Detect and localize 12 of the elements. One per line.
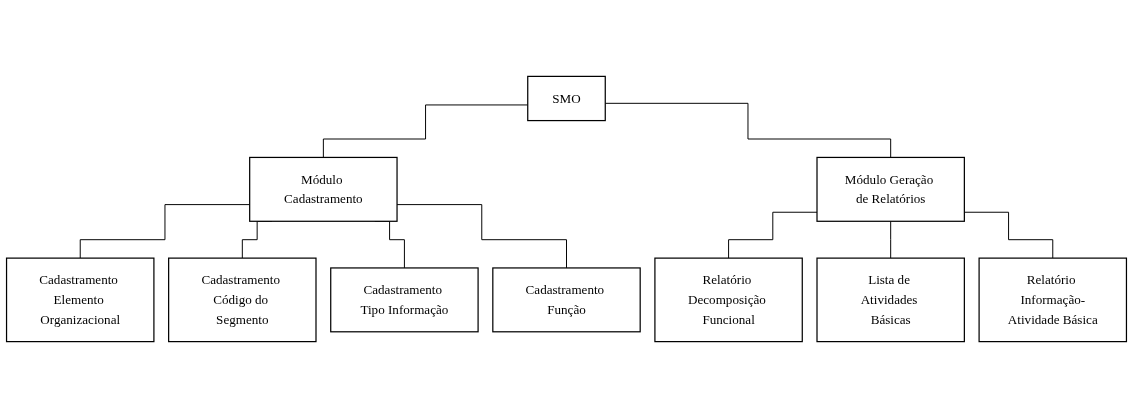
node-box: SMO [527,75,606,122]
connector [728,211,818,259]
node-box: Lista de Atividades Básicas [816,257,965,343]
node-box: Módulo Geração de Relatórios [816,156,965,222]
connector [890,220,892,259]
node-box: Relatório Decomposição Funcional [654,257,803,343]
node-box: Cadastramento Função [492,267,641,333]
node-box: Relatório Informação-Atividade Básica [978,257,1128,343]
node-box: Cadastramento Elemento Organizacional [5,257,155,343]
node-box: Módulo Cadastramento [249,156,398,222]
node-box: Cadastramento Código do Segmento [168,257,317,343]
node-box: Cadastramento Tipo Informação [330,267,479,333]
